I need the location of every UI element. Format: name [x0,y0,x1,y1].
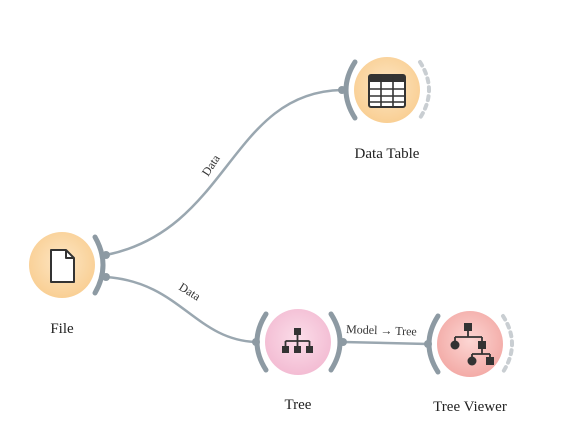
tree-icon [282,328,313,353]
output-anchor[interactable] [102,251,110,259]
output-anchor[interactable] [339,338,347,346]
input-channel[interactable] [343,59,358,121]
output-channel[interactable] [418,60,431,120]
file-icon [50,249,75,283]
link-label: Model → Tree [346,322,417,338]
widget-data-table[interactable]: Data Table [338,57,431,162]
widget-label: Data Table [355,146,420,162]
widget-tree[interactable]: Tree [252,309,347,413]
output-channel[interactable] [328,311,343,373]
output-channel[interactable] [501,314,514,374]
widget-file[interactable]: File [29,232,110,337]
input-anchor[interactable] [252,338,260,346]
link-tree-to-tree-viewer[interactable]: Model → Tree [342,322,429,346]
widget-label: Tree Viewer [433,399,507,415]
widget-label: Tree [285,397,312,413]
input-anchor[interactable] [424,340,432,348]
widget-background [437,311,503,377]
widget-label: File [50,321,74,337]
tree-viewer-icon [450,323,494,366]
output-channel[interactable] [92,234,106,296]
widget-tree-viewer[interactable]: Tree Viewer [424,311,514,415]
output-anchor[interactable] [102,273,110,281]
link-file-to-data-table[interactable]: Data [105,88,343,257]
link-label: Data [176,280,203,304]
table-icon [368,74,406,108]
input-anchor[interactable] [338,86,346,94]
link-file-to-tree[interactable]: Data [105,275,257,344]
